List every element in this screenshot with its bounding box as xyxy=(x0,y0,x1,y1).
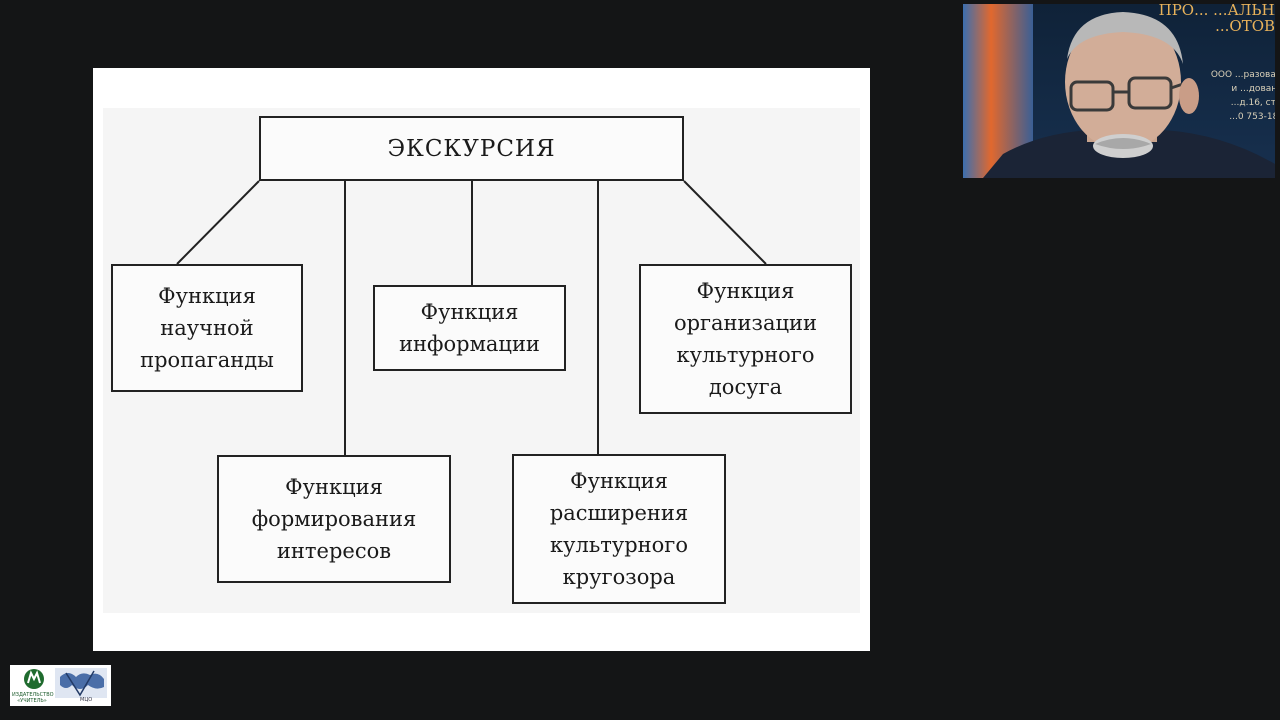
node-scientific-propaganda: Функция научной пропаганды xyxy=(111,264,303,392)
connector-root-n1 xyxy=(177,181,259,264)
webcam-feed: ПРО... ...АЛЬНАЯ ...ОТОВКА ООО ...разова… xyxy=(963,4,1275,178)
connector-root-n3 xyxy=(684,181,766,264)
publisher-name: ИЗДАТЕЛЬСТВО «УЧИТЕЛЬ» xyxy=(12,692,52,704)
presentation-slide: ЭКСКУРСИЯ Функция научной пропаганды Фун… xyxy=(93,68,870,651)
partner-name: МЦО xyxy=(80,697,92,703)
node-information: Функция информации xyxy=(373,285,566,371)
presenter-image xyxy=(983,4,1275,178)
root-node-excursion: ЭКСКУРСИЯ xyxy=(259,116,684,181)
node-cultural-outlook: Функция расширения культурного кругозора xyxy=(512,454,726,604)
node-cultural-leisure: Функция организации культурного досуга xyxy=(639,264,852,414)
publisher-logo: ИЗДАТЕЛЬСТВО «УЧИТЕЛЬ» МЦО xyxy=(10,665,111,706)
node-forming-interests: Функция формирования интересов xyxy=(217,455,451,583)
